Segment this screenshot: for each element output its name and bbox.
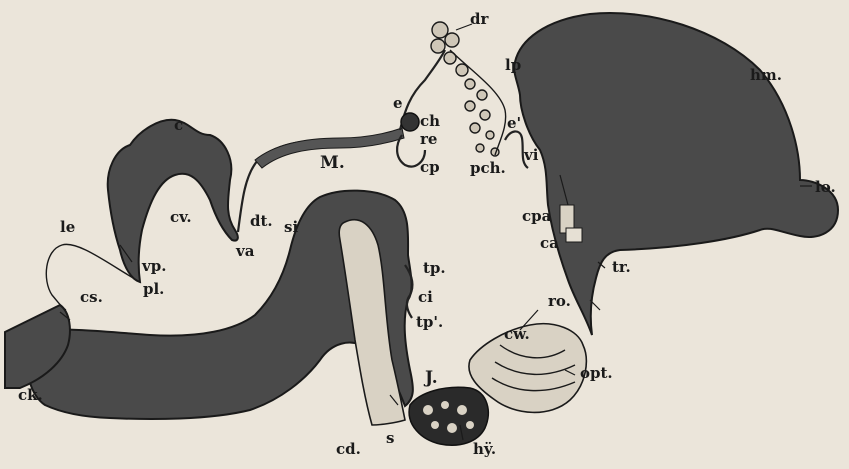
label-pl: pl. [143, 280, 164, 298]
label-re: re [420, 130, 437, 148]
label-vi: vi [523, 146, 539, 164]
plexus-granules [431, 22, 499, 156]
label-ci: ci [418, 288, 433, 306]
label-cw: cw. [504, 325, 530, 343]
label-cp: cp [420, 158, 440, 176]
label-hm: hm. [750, 66, 782, 84]
label-dt: dt. [250, 212, 273, 230]
label-cpa: cpa [522, 207, 552, 225]
label-e-prime: e' [507, 114, 521, 132]
hypophysis-mass [409, 387, 488, 445]
label-M: M. [320, 153, 345, 173]
label-ck: ck. [18, 386, 43, 404]
label-lo: lo. [815, 178, 836, 196]
ca-patch [566, 228, 582, 242]
label-hy: hÿ. [473, 440, 496, 458]
label-opt: opt. [580, 364, 613, 382]
label-J: J. [423, 368, 438, 388]
label-cs: cs. [80, 288, 103, 306]
label-ca: ca [540, 234, 559, 252]
label-lp: lp [505, 56, 521, 74]
label-vp: vp. [141, 257, 166, 275]
label-si: si [284, 218, 298, 236]
label-tp-prime: tp'. [416, 313, 443, 331]
hemisphere-mass [514, 13, 838, 335]
cerebellum-folds [108, 120, 238, 282]
label-cv: cv. [170, 208, 192, 226]
label-cd: cd. [336, 440, 361, 458]
label-ch: ch [420, 112, 440, 130]
label-tp: tp. [423, 259, 446, 277]
label-va: va [235, 242, 255, 260]
label-s: s [386, 429, 394, 447]
label-tr: tr. [612, 258, 631, 276]
label-e: e [393, 94, 403, 112]
ch-knob [401, 113, 419, 131]
label-pch: pch. [470, 159, 506, 177]
label-dr: dr [470, 10, 489, 28]
label-le: le [60, 218, 75, 236]
label-c: c [174, 116, 183, 134]
label-ro: ro. [548, 292, 571, 310]
